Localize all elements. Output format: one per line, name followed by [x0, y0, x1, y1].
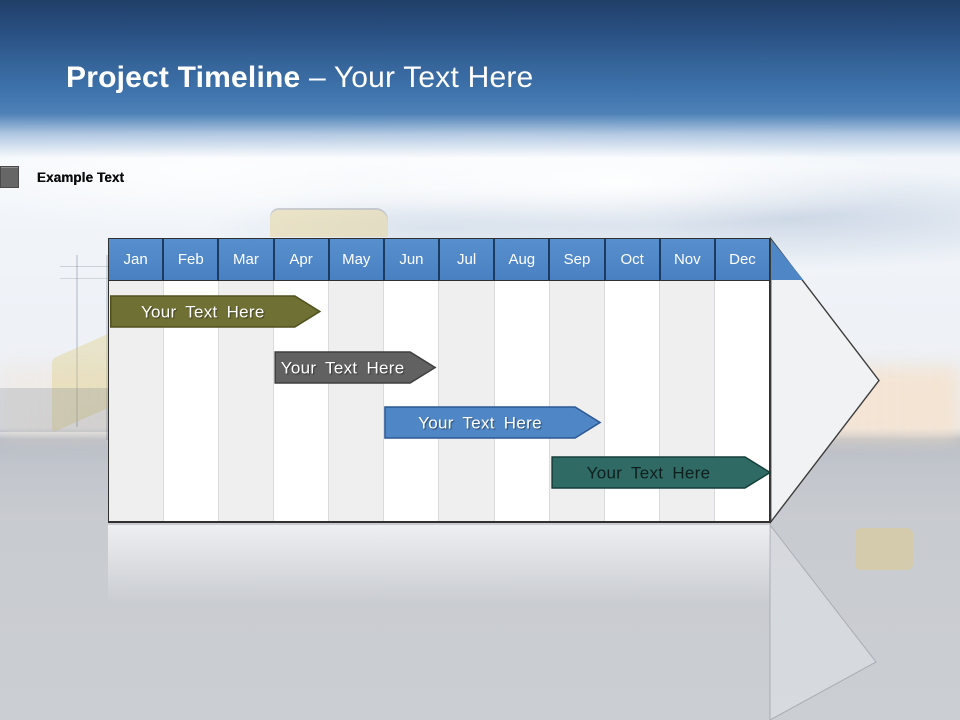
month-header-apr: Apr: [274, 239, 330, 280]
grid-column-aug: [494, 281, 550, 521]
month-header-mar: Mar: [219, 239, 275, 280]
grid-column-oct: [604, 281, 660, 521]
grid-column-nov: [659, 281, 715, 521]
grid-column-jan: [109, 281, 165, 521]
grid-column-mar: [219, 281, 275, 521]
grid-column-jul: [439, 281, 495, 521]
background-fence-post: [106, 255, 108, 440]
month-header-jun: Jun: [384, 239, 441, 280]
timeline-grid: [109, 281, 769, 521]
legend-label: Example Text: [37, 169, 125, 185]
grid-column-may: [329, 281, 385, 521]
background-truck: [270, 210, 388, 237]
table-reflection: [108, 525, 770, 603]
grid-column-dec: [714, 281, 769, 521]
legend-label: Example Text: [37, 169, 125, 185]
grid-column-feb: [164, 281, 220, 521]
month-header-jan: Jan: [109, 239, 165, 280]
legend-label: Example Text: [37, 169, 125, 185]
page-title-suffix: – Your Text Here: [308, 61, 534, 94]
legend-label: Example Text: [37, 169, 125, 185]
month-header-oct: Oct: [605, 239, 661, 280]
background-digger: [855, 528, 913, 570]
month-header-aug: Aug: [495, 239, 551, 280]
page-title-emphasis: Project Timeline: [66, 61, 309, 94]
grid-column-apr: [274, 281, 330, 521]
month-header-dec: Dec: [715, 239, 770, 280]
month-header-may: May: [329, 239, 385, 280]
month-header-jul: Jul: [440, 239, 496, 280]
header-blue-gradient: [0, 0, 960, 158]
legend-item-gray: Example Text: [0, 166, 124, 188]
month-header-sep: Sep: [550, 239, 606, 280]
background-fence-post: [76, 255, 78, 427]
month-header-feb: Feb: [164, 239, 220, 280]
page-title: Project Timeline – Your Text Here: [66, 61, 533, 95]
grid-column-sep: [549, 281, 605, 521]
month-header-nov: Nov: [660, 239, 716, 280]
background-fence-shadow: [0, 388, 116, 432]
legend-swatch-gray: [0, 166, 19, 188]
grid-column-jun: [384, 281, 440, 521]
